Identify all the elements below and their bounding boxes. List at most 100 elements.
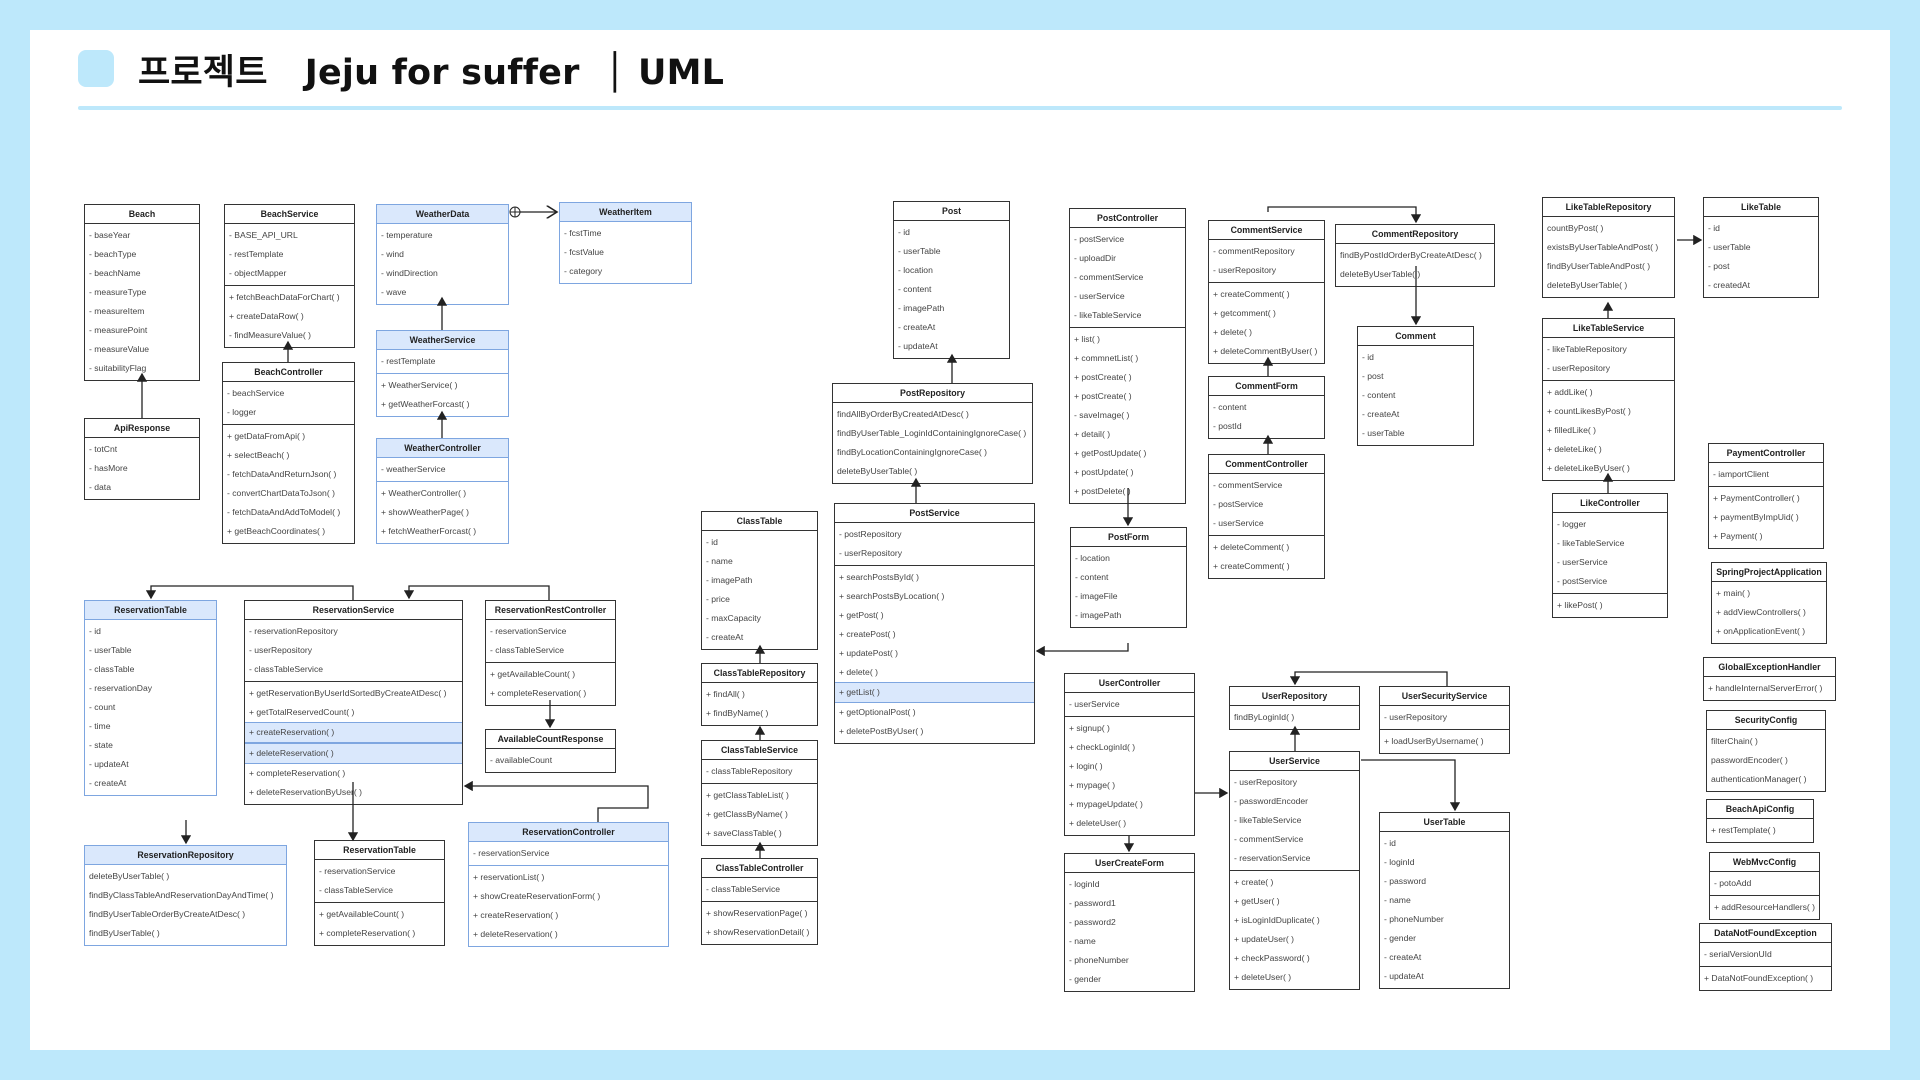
class-box-reservation-service[interactable]: ReservationService- reservationRepositor… (244, 600, 463, 805)
class-attribute: - reservationService (1234, 853, 1311, 863)
class-attribute: - classTableRepository (706, 766, 793, 776)
class-method: findByUserTableAndPost( ) (1547, 261, 1651, 271)
class-attribute: - hasMore (89, 463, 128, 473)
class-box-post-service[interactable]: PostService- postRepository- userReposit… (834, 503, 1035, 744)
class-attribute: - restTemplate (229, 249, 284, 259)
class-box-weather-data[interactable]: WeatherData- temperature- wind- windDire… (376, 204, 509, 305)
method-section: + showReservationPage( )+ showReservatio… (702, 902, 817, 944)
class-method: + commnetList( ) (1074, 353, 1139, 363)
class-name: ClassTableService (702, 741, 817, 760)
class-box-weather-service[interactable]: WeatherService- restTemplate+ WeatherSer… (376, 330, 509, 417)
class-box-reservation-table[interactable]: ReservationTable- reservationService- cl… (314, 840, 445, 946)
class-box-available-count-response[interactable]: AvailableCountResponse- availableCount (485, 729, 616, 773)
class-attribute: - suitabilityFlag (89, 363, 147, 373)
class-method: + searchPostsByLocation( ) (839, 591, 945, 601)
class-box-like-table-service[interactable]: LikeTableService- likeTableRepository- u… (1542, 318, 1675, 481)
class-box-user-table[interactable]: UserTable- id- loginId- password- name- … (1379, 812, 1510, 989)
class-box-comment-service[interactable]: CommentService- commentRepository- userR… (1208, 220, 1325, 364)
class-attribute: - loginId (1384, 857, 1415, 867)
attribute-section: - postService- uploadDir- commentService… (1070, 228, 1185, 328)
class-box-comment[interactable]: Comment- id- post- content- createAt- us… (1357, 326, 1474, 446)
class-method: + getOptionalPost( ) (839, 707, 916, 717)
class-box-weather-controller[interactable]: WeatherController- weatherService+ Weath… (376, 438, 509, 544)
method-section: + likePost( ) (1553, 594, 1667, 617)
class-method: findByLocationContainingIgnoreCase( ) (837, 447, 988, 457)
class-box-like-controller[interactable]: LikeController- logger- likeTableService… (1552, 493, 1668, 618)
class-box-reservation-table[interactable]: ReservationTable- id- userTable- classTa… (84, 600, 217, 796)
class-attribute: - uploadDir (1074, 253, 1117, 263)
class-box-payment-controller[interactable]: PaymentController- iamportClient+ Paymen… (1708, 443, 1824, 549)
member-section: - id- name- imagePath- price- maxCapacit… (702, 531, 817, 649)
class-attribute: - imagePath (706, 575, 753, 585)
class-method: + updateUser( ) (1234, 934, 1294, 944)
class-method: + createReservation( ) (245, 722, 462, 743)
class-name: ReservationRepository (85, 846, 286, 865)
method-section: + addResourceHandlers( ) (1710, 896, 1819, 919)
class-box-beach-service[interactable]: BeachService- BASE_API_URL- restTemplate… (224, 204, 355, 348)
class-name: ReservationController (469, 823, 668, 842)
class-attribute: - userTable (1708, 242, 1751, 252)
method-section: + create( )+ getUser( )+ isLoginIdDuplic… (1230, 871, 1359, 989)
class-box-beach[interactable]: Beach- baseYear- beachType- beachName- m… (84, 204, 200, 381)
class-attribute: - imageFile (1075, 591, 1118, 601)
class-box-class-table[interactable]: ClassTable- id- name- imagePath- price- … (701, 511, 818, 650)
class-box-beach-api-config[interactable]: BeachApiConfig+ restTemplate( ) (1706, 799, 1814, 843)
class-box-reservation-controller[interactable]: ReservationController - reservationServic… (468, 822, 669, 947)
class-attribute: - userRepository (1213, 265, 1277, 275)
class-box-user-service[interactable]: UserService- userRepository- passwordEnc… (1229, 751, 1360, 990)
class-box-class-table-repository[interactable]: ClassTableRepository+ findAll( )+ findBy… (701, 663, 818, 726)
class-box-reservation-rest-controller[interactable]: ReservationRestController- reservationSe… (485, 600, 616, 706)
class-attribute: - userRepository (1547, 363, 1611, 373)
class-name: ClassTableRepository (702, 664, 817, 683)
method-section: + getReservationByUserIdSortedByCreateAt… (245, 682, 462, 804)
class-box-post[interactable]: Post- id- userTable- location- content- … (893, 201, 1010, 359)
class-box-weather-item[interactable]: WeatherItem- fcstTime- fcstValue- catego… (559, 202, 692, 284)
attribute-section: - userRepository (1380, 706, 1509, 730)
member-section: - temperature- wind- windDirection- wave (377, 224, 508, 304)
class-box-data-not-found-exception[interactable]: DataNotFoundException- serialVersionUId+… (1699, 923, 1832, 991)
class-method: + checkPassword( ) (1234, 953, 1310, 963)
class-box-spring-project-application[interactable]: SpringProjectApplication+ main( )+ addVi… (1711, 562, 1827, 644)
class-box-class-table-controller[interactable]: ClassTableController- classTableService+… (701, 858, 818, 945)
class-box-user-create-form[interactable]: UserCreateForm- loginId- password1- pass… (1064, 853, 1195, 992)
class-box-comment-controller[interactable]: CommentController- commentService- postS… (1208, 454, 1325, 579)
class-method: + postDelete( ) (1074, 486, 1131, 496)
class-method: + searchPostsById( ) (839, 572, 919, 582)
class-attribute: - classTableService (319, 885, 394, 895)
class-method: + postCreate( ) (1074, 391, 1132, 401)
class-attribute: - reservationService (473, 848, 550, 858)
class-box-like-table[interactable]: LikeTable- id- userTable- post- createdA… (1703, 197, 1819, 298)
class-attribute: - userTable (89, 645, 132, 655)
class-box-user-controller[interactable]: UserController- userService+ signup( )+ … (1064, 673, 1195, 836)
class-box-global-exception-handler[interactable]: GlobalExceptionHandler+ handleInternalSe… (1703, 657, 1836, 701)
class-box-post-controller[interactable]: PostController- postService- uploadDir- … (1069, 208, 1186, 504)
class-method: + deleteLike( ) (1547, 444, 1602, 454)
method-section: + signup( )+ checkLoginId( )+ login( )+ … (1065, 717, 1194, 835)
class-attribute: - price (706, 594, 730, 604)
class-box-web-mvc-config[interactable]: WebMvcConfig- potoAdd+ addResourceHandle… (1709, 852, 1820, 920)
class-attribute: - measureItem (89, 306, 145, 316)
class-attribute: - createAt (1384, 952, 1422, 962)
class-attribute: - passwordEncoder (1234, 796, 1309, 806)
class-method: + deleteLikeByUser( ) (1547, 463, 1630, 473)
class-name: CommentForm (1209, 377, 1324, 396)
class-attribute: - classTableService (249, 664, 324, 674)
class-box-post-form[interactable]: PostForm- location- content- imageFile- … (1070, 527, 1187, 628)
class-box-class-table-service[interactable]: ClassTableService- classTableRepository+… (701, 740, 818, 846)
class-attribute: - post (1708, 261, 1730, 271)
method-section: + createComment( )+ getcomment( )+ delet… (1209, 283, 1324, 363)
class-method: + createPost( ) (839, 629, 896, 639)
class-box-comment-form[interactable]: CommentForm- content- postId (1208, 376, 1325, 439)
method-section: + deleteComment( )+ createComment( ) (1209, 536, 1324, 578)
class-box-beach-controller[interactable]: BeachController- beachService- logger+ g… (222, 362, 355, 544)
class-box-api-response[interactable]: ApiResponse- totCnt- hasMore- data (84, 418, 200, 500)
class-attribute: - phoneNumber (1069, 955, 1129, 965)
class-method: - findMeasureValue( ) (229, 330, 311, 340)
class-box-user-security-service[interactable]: UserSecurityService- userRepository+ loa… (1379, 686, 1510, 754)
